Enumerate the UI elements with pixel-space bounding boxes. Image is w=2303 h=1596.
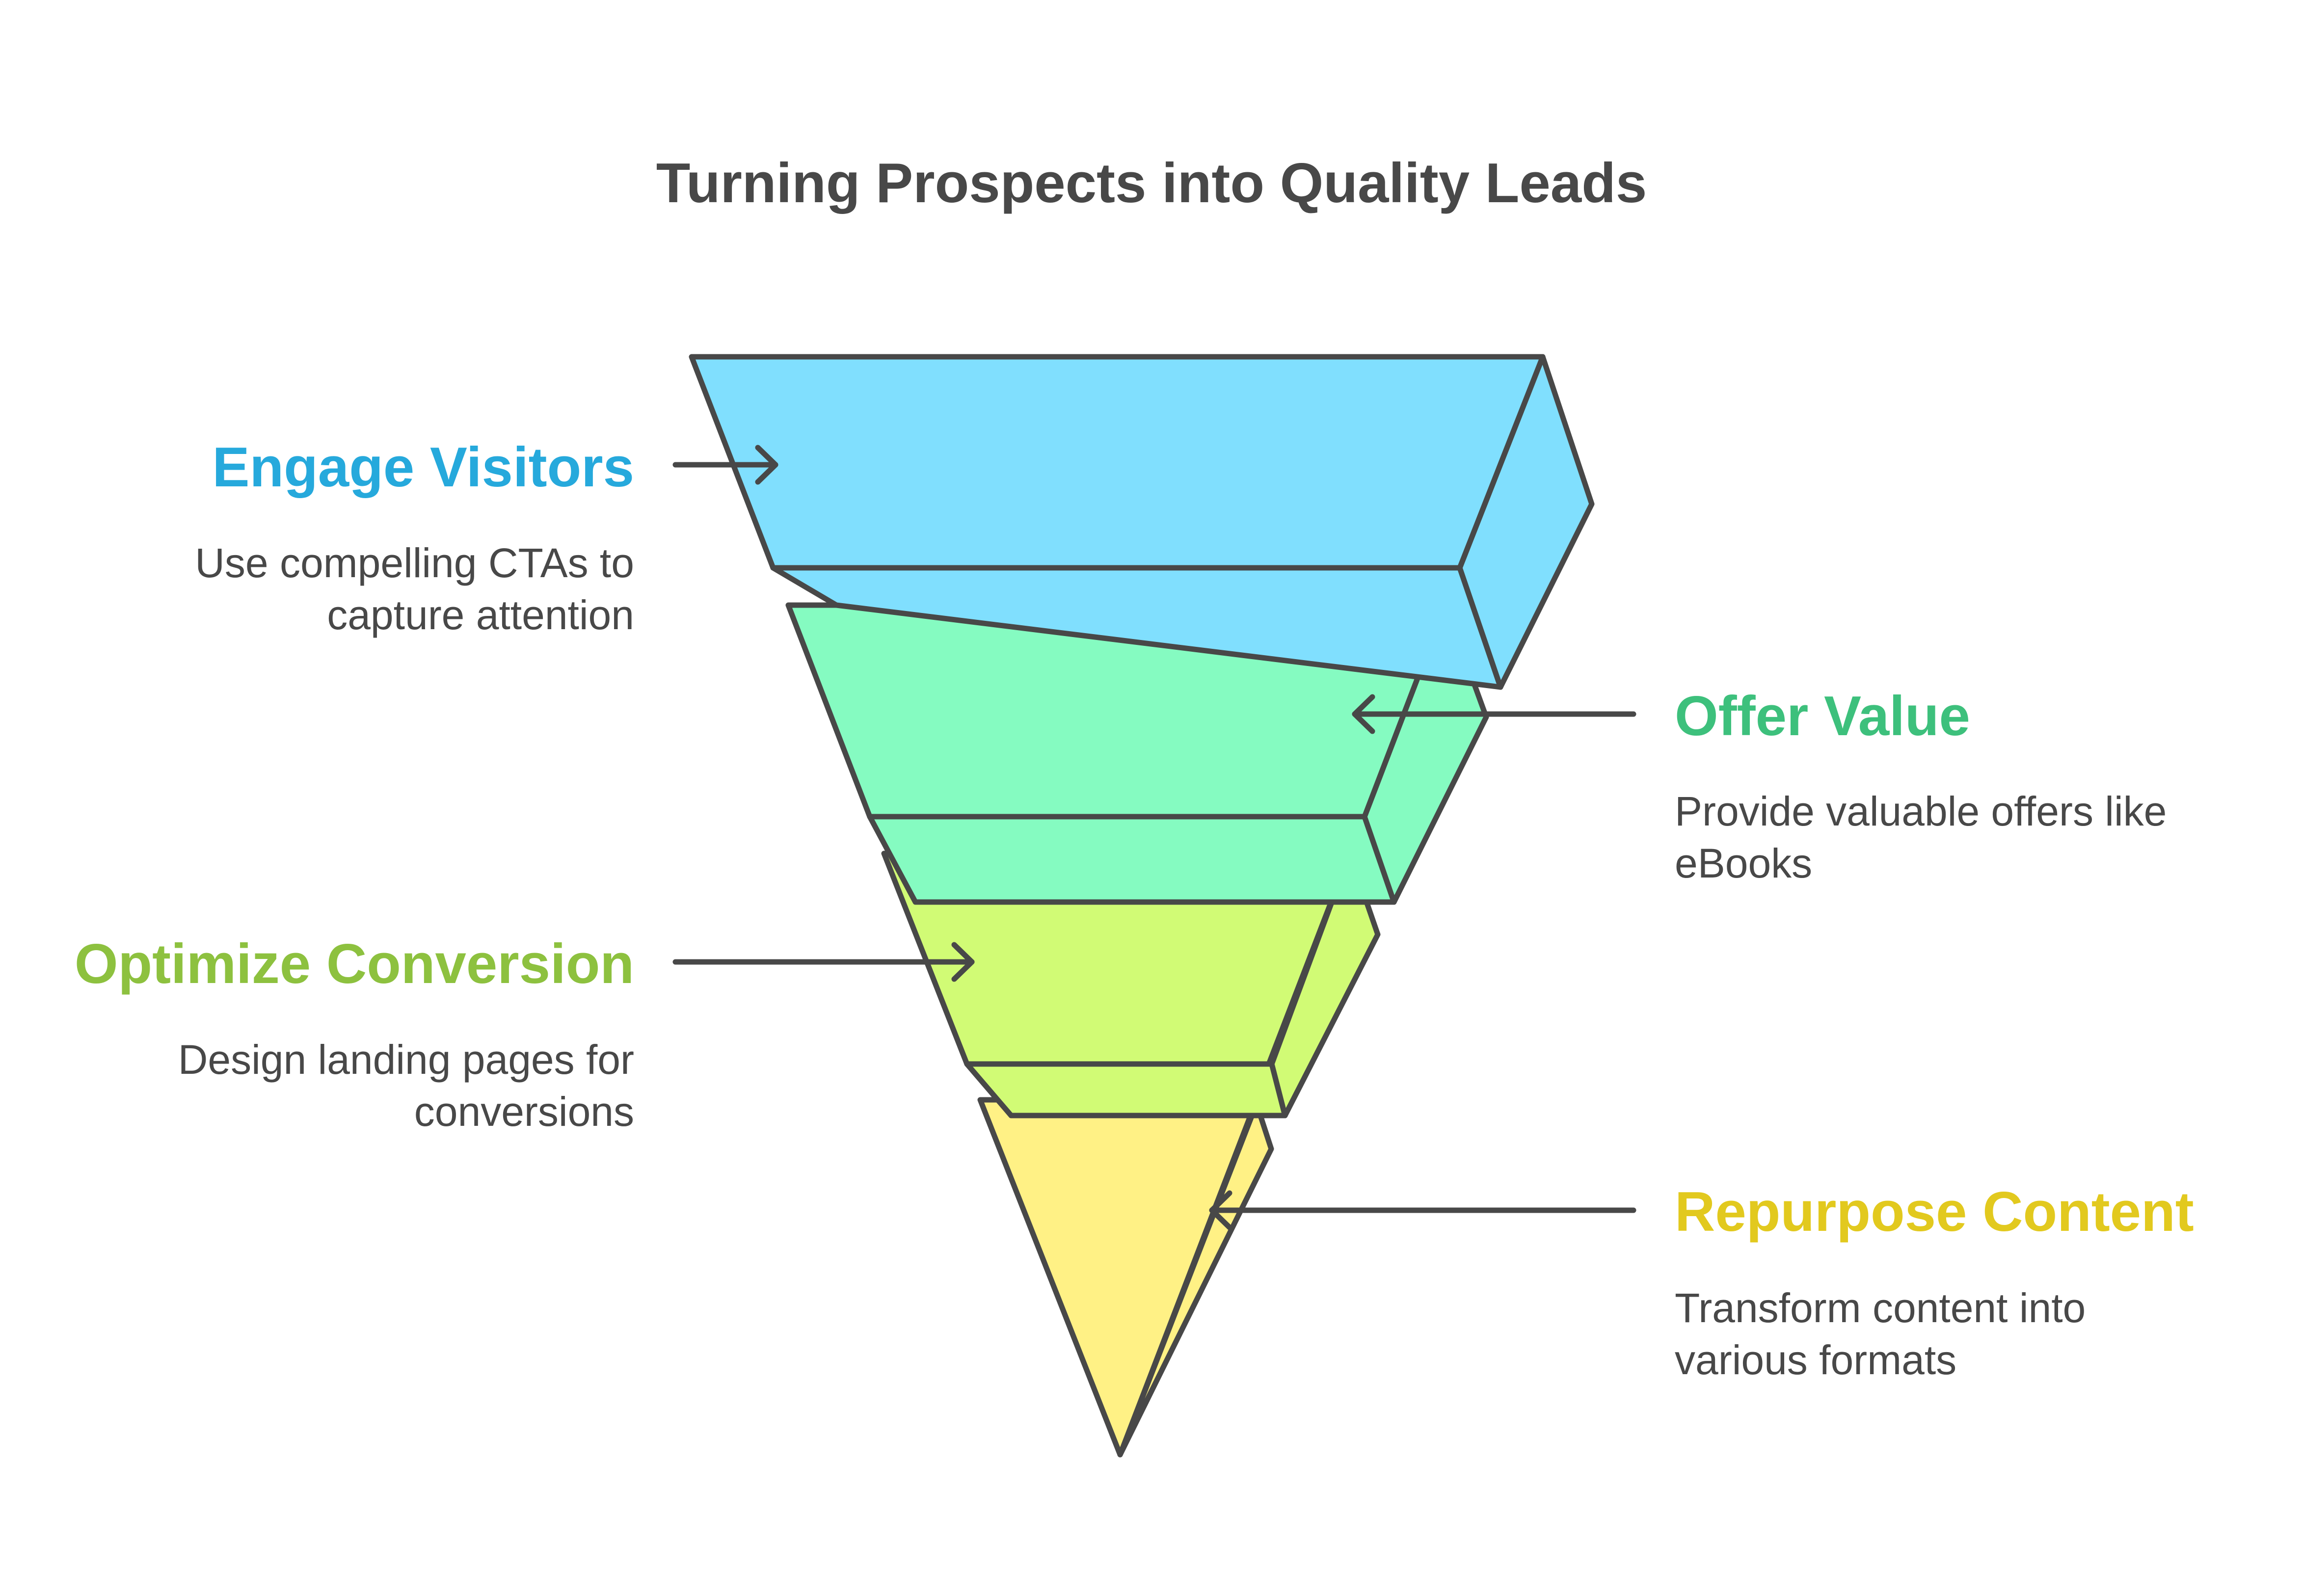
funnel-stage-repurpose-content	[977, 1097, 1274, 1458]
stage-description-line: conversions	[414, 1089, 634, 1135]
funnel-stage-engage-visitors	[689, 354, 1595, 690]
label-optimize-conversion: Optimize Conversion Design landing pages…	[75, 933, 634, 1135]
arrow-offer-value	[1352, 694, 1636, 734]
stage-description-line: various formats	[1675, 1337, 1956, 1383]
stage-description-line: Use compelling CTAs to	[195, 540, 634, 586]
stage-description-line: capture attention	[327, 592, 634, 638]
stage-heading: Engage Visitors	[212, 436, 634, 499]
arrow-optimize-conversion	[672, 942, 975, 982]
stage-heading: Offer Value	[1675, 685, 1970, 747]
stage-description-line: Provide valuable offers like	[1675, 788, 2167, 834]
label-engage-visitors: Engage Visitors Use compelling CTAs to c…	[195, 436, 634, 638]
funnel-stage-optimize-conversion	[881, 851, 1381, 1118]
arrow-engage-visitors	[672, 445, 778, 485]
label-repurpose-content: Repurpose Content Transform content into…	[1675, 1181, 2194, 1383]
stage-heading: Repurpose Content	[1675, 1181, 2194, 1243]
diagram-title: Turning Prospects into Quality Leads	[656, 152, 1647, 214]
arrow-repurpose-content	[1209, 1190, 1636, 1230]
stage-description-line: Design landing pages for	[178, 1037, 634, 1083]
stage-heading: Optimize Conversion	[75, 933, 634, 995]
label-offer-value: Offer Value Provide valuable offers like…	[1675, 685, 2167, 886]
stage-description-line: Transform content into	[1675, 1285, 2086, 1331]
stage-description-line: eBooks	[1675, 840, 1812, 886]
